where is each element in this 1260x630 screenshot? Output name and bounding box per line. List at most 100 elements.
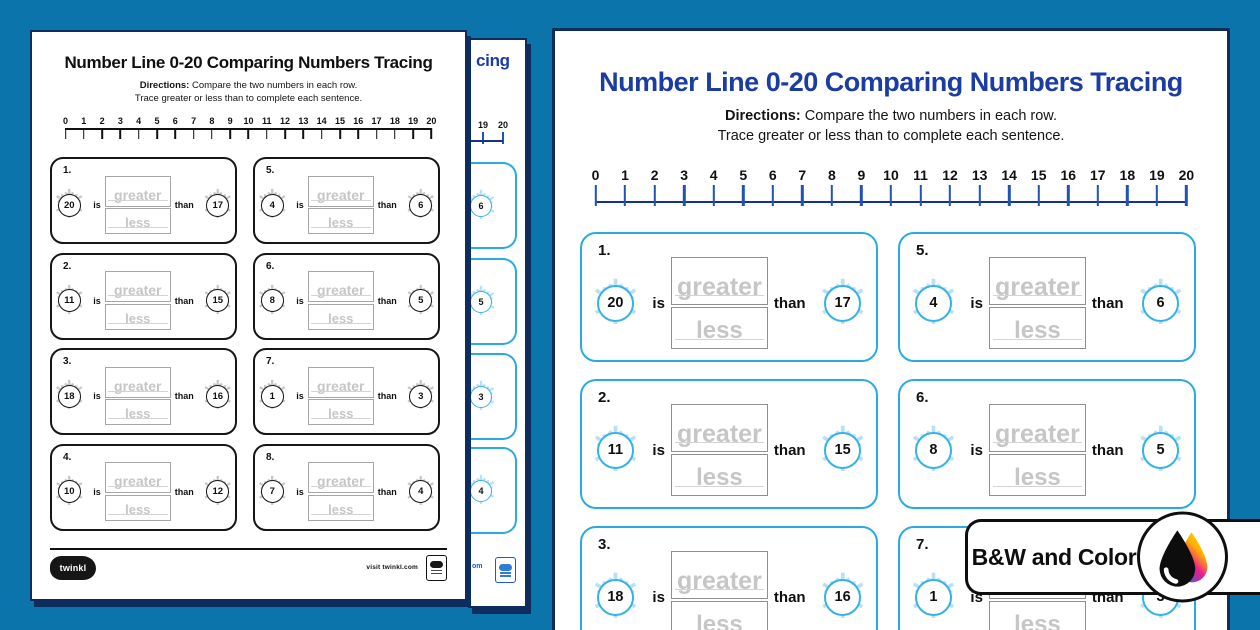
trace-word-greater: greater xyxy=(104,175,171,207)
page-footer: twinkl visit twinkl.com xyxy=(50,547,447,581)
snowflake-icon: ❄3 xyxy=(470,377,501,417)
problem-number: 1. xyxy=(63,165,72,176)
problem-box-fragment: ❄5 xyxy=(470,258,517,345)
problem-box-fragment: ❄3 xyxy=(470,353,517,440)
trace-word-less: less xyxy=(104,303,171,330)
trace-word-less: less xyxy=(104,208,171,235)
trace-word-greater: greater xyxy=(307,366,374,398)
snowflake-icon: ❄11 xyxy=(584,419,646,481)
snowflake-number: 18 xyxy=(596,578,634,616)
number-line-tick: 4 xyxy=(702,167,725,208)
snowflake-icon: ❄17 xyxy=(198,185,238,225)
number-line-tick: 12 xyxy=(939,167,962,208)
is-label: is xyxy=(93,391,101,401)
snowflake-icon: ❄4 xyxy=(470,471,501,511)
number-line-tick: 3 xyxy=(113,116,128,140)
trace-word-less: less xyxy=(307,399,374,426)
trace-word-greater: greater xyxy=(104,271,171,303)
number-line-tick: 16 xyxy=(1057,167,1080,208)
number-line-tick: 13 xyxy=(968,167,991,208)
number-line-tick: 18 xyxy=(387,116,402,140)
snowflake-number: 1 xyxy=(260,384,284,408)
trace-word-less: less xyxy=(104,399,171,426)
problem-number: 5. xyxy=(916,242,929,259)
snowflake-icon: ❄6 xyxy=(470,186,501,226)
number-line-tick: 7 xyxy=(186,116,201,140)
snowflake-number: 5 xyxy=(1142,431,1180,469)
snowflake-number: 1 xyxy=(914,578,952,616)
is-label: is xyxy=(296,486,304,497)
snowflake-number: 11 xyxy=(57,289,81,312)
than-label: than xyxy=(174,200,194,210)
problem-number: 6. xyxy=(266,260,275,272)
is-label: is xyxy=(93,200,101,210)
directions-line1: Directions: Compare the two numbers in e… xyxy=(139,80,358,91)
problem-number: 5. xyxy=(266,165,275,176)
twinkl-cloud-icon xyxy=(430,561,443,568)
snowflake-number: 8 xyxy=(914,431,952,469)
is-label: is xyxy=(652,294,665,312)
number-line-tick: 10 xyxy=(241,116,256,140)
is-label: is xyxy=(296,295,304,306)
trace-word-greater: greater xyxy=(670,257,768,305)
snowflake-icon: ❄6 xyxy=(1130,272,1192,334)
ink-drops-icon xyxy=(1159,529,1207,587)
problem-box-fragment: ❄6 xyxy=(470,162,517,249)
snowflake-icon: ❄1 xyxy=(252,376,292,416)
directions: Directions: Compare the two numbers in e… xyxy=(32,79,465,105)
trace-word-less: less xyxy=(988,454,1086,496)
directions: Directions: Compare the two numbers in e… xyxy=(555,107,1227,146)
problem-number: 7. xyxy=(916,536,929,553)
visit-twinkl-text: visit twinkl.com xyxy=(366,564,418,571)
problem-number: 2. xyxy=(598,389,611,406)
number-line-tick: 12 xyxy=(278,116,293,140)
page-title-fragment: cing xyxy=(476,51,510,70)
snowflake-icon: ❄3 xyxy=(401,376,441,416)
than-label: than xyxy=(1091,294,1124,312)
trace-word-greater: greater xyxy=(670,404,768,452)
snowflake-number: 12 xyxy=(206,480,230,503)
trace-word-greater: greater xyxy=(670,551,768,599)
number-line-tick: 2 xyxy=(95,116,110,140)
snowflake-number: 16 xyxy=(824,578,862,616)
page-title: Number Line 0-20 Comparing Numbers Traci… xyxy=(599,67,1183,97)
number-line-tick: 0 xyxy=(58,116,73,140)
worksheet-page-color-back: cing 19 20 ❄6 ❄5 ❄3 ❄4 om xyxy=(468,38,527,608)
than-label: than xyxy=(377,295,397,306)
snowflake-icon: ❄1 xyxy=(902,566,964,628)
problem-number: 3. xyxy=(63,356,72,367)
number-line-tick: 1 xyxy=(614,167,637,208)
number-line-tick: 15 xyxy=(332,116,347,140)
number-line-tick: 9 xyxy=(850,167,873,208)
than-label: than xyxy=(1091,441,1124,459)
snowflake-number: 15 xyxy=(824,431,862,469)
tick-label: 20 xyxy=(497,120,508,130)
tick-mark xyxy=(502,132,504,144)
number-line-tick: 2 xyxy=(643,167,666,208)
page-title: Number Line 0-20 Comparing Numbers Traci… xyxy=(64,53,433,72)
than-label: than xyxy=(377,391,397,401)
trace-word-less: less xyxy=(988,601,1086,630)
number-line-tick: 19 xyxy=(406,116,421,140)
number-line-tick: 3 xyxy=(673,167,696,208)
directions-line1: Directions: Compare the two numbers in e… xyxy=(724,108,1058,124)
is-label: is xyxy=(93,486,101,497)
snowflake-number: 17 xyxy=(206,193,230,217)
is-label: is xyxy=(970,294,983,312)
number-line-tick: 15 xyxy=(1027,167,1050,208)
is-label: is xyxy=(652,441,665,459)
snowflake-icon: ❄20 xyxy=(49,185,89,225)
is-label: is xyxy=(296,391,304,401)
number-line-tick: 18 xyxy=(1116,167,1139,208)
